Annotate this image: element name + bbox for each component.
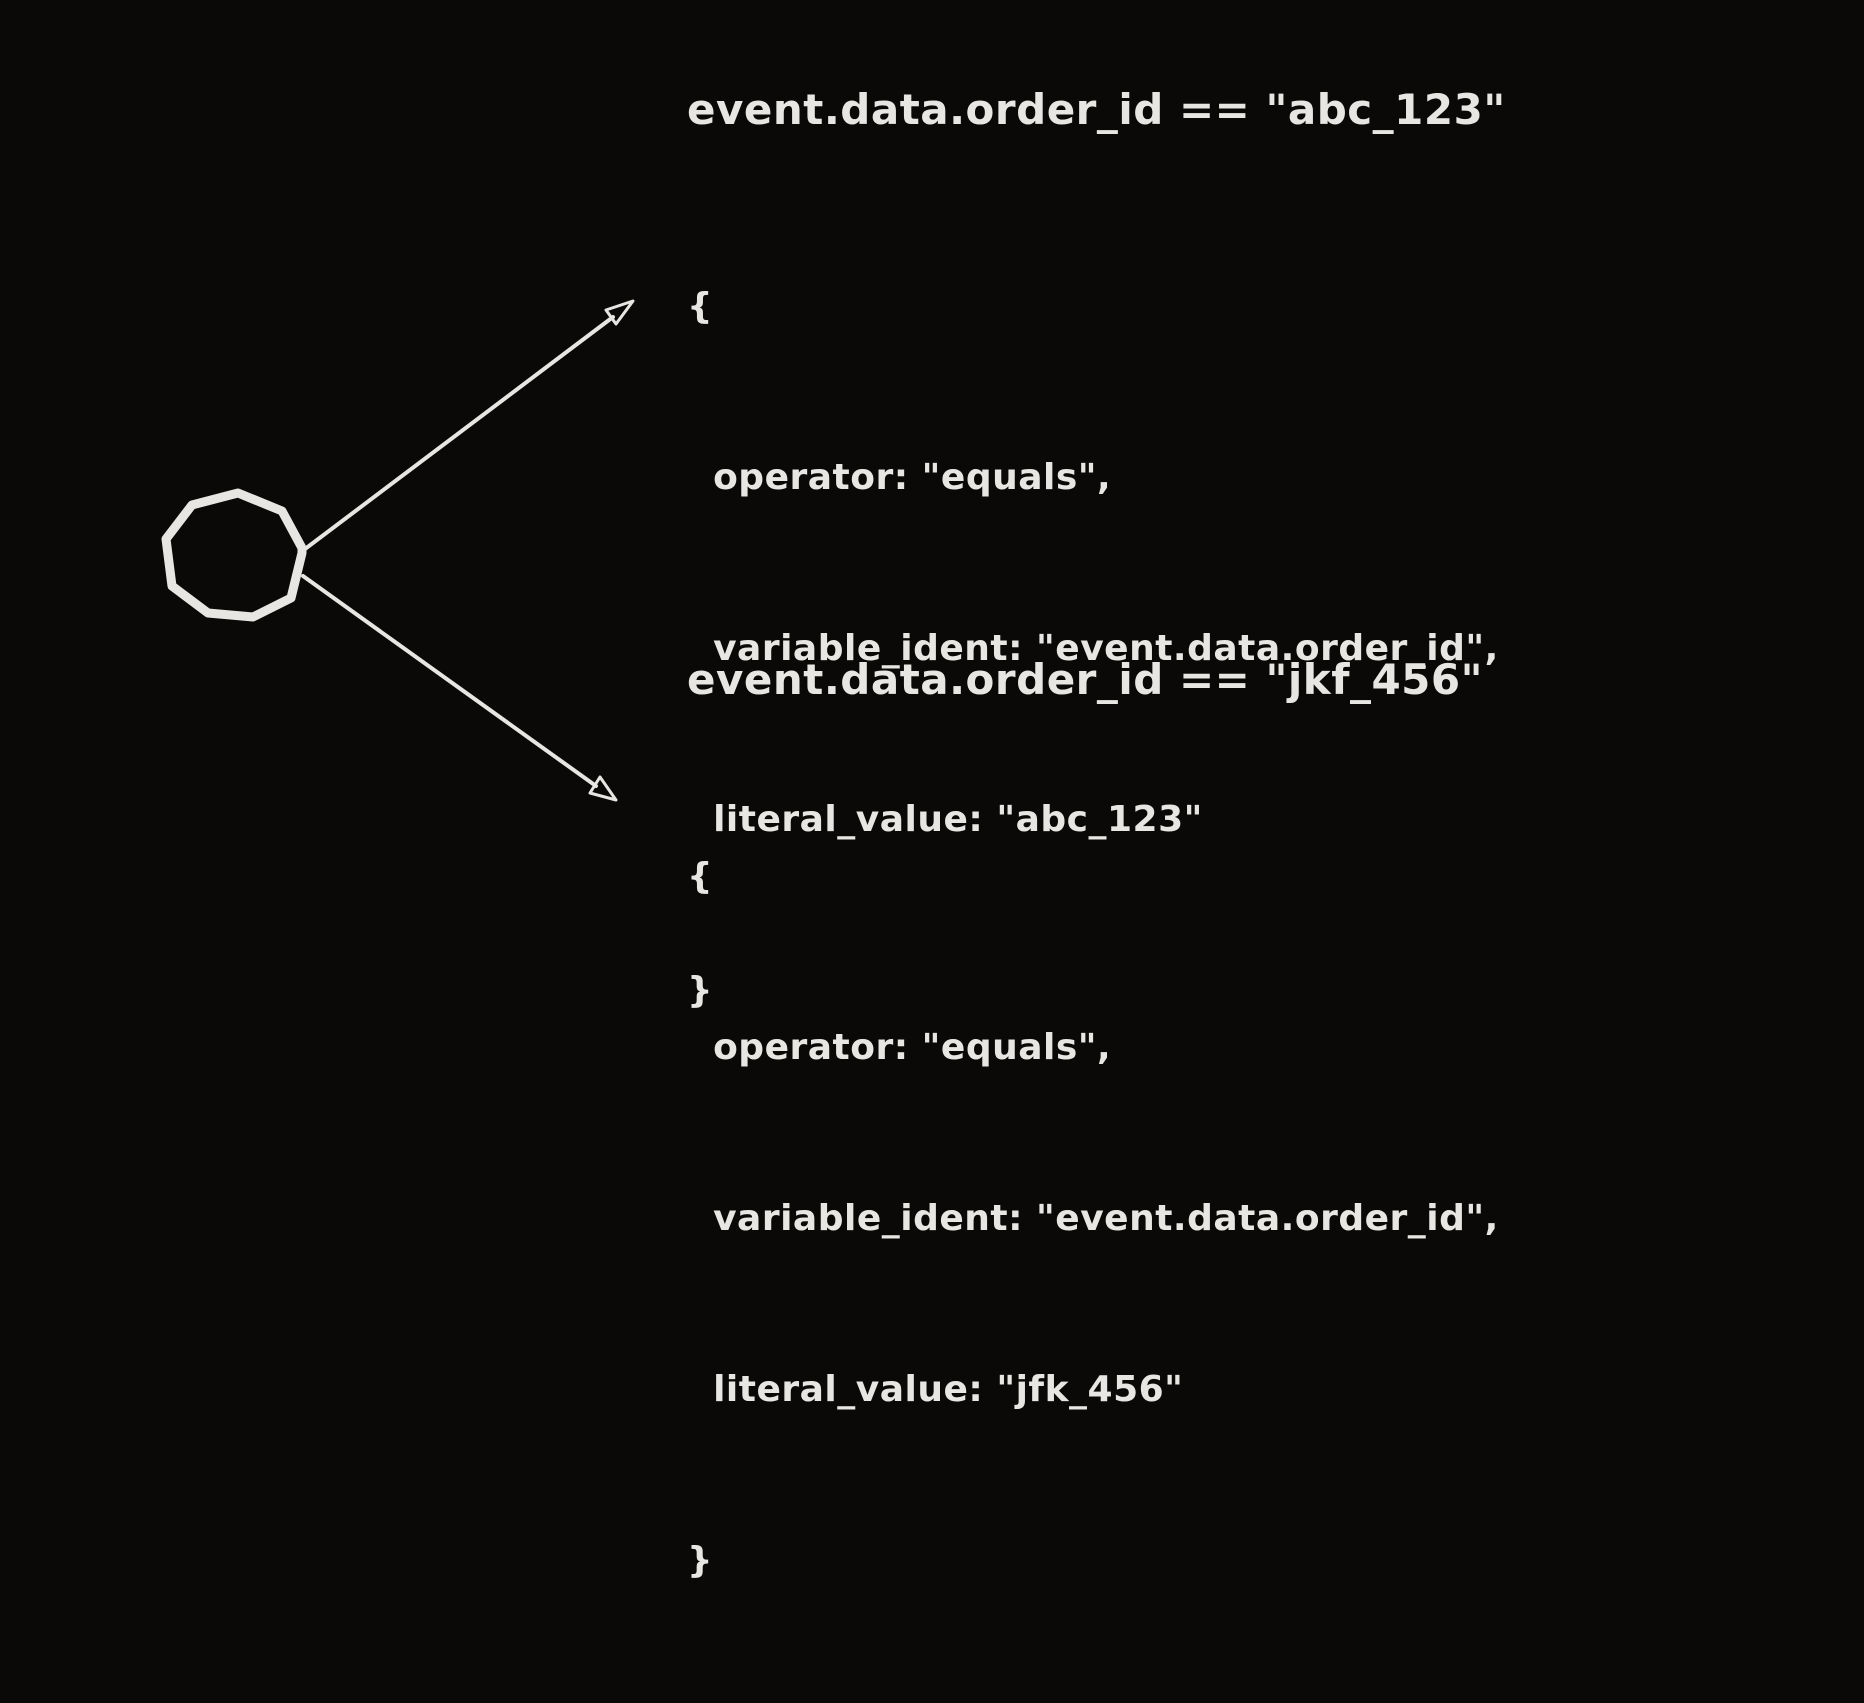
diagram-canvas: event.data.order_id == "abc_123" { opera… (161, 84, 1506, 1581)
arrowhead-top-icon (604, 299, 635, 326)
code-line: operator: "equals", (687, 1027, 1112, 1068)
code-line: } (687, 1540, 714, 1581)
condition-expression: event.data.order_id == "jkf_456" (687, 655, 1484, 704)
condition-expression: event.data.order_id == "abc_123" (687, 85, 1506, 134)
code-line: { (687, 286, 714, 327)
circle-node (161, 488, 307, 622)
condition-block-bottom: event.data.order_id == "jkf_456" { opera… (687, 654, 1499, 1703)
code-line: { (687, 856, 714, 897)
condition-json: { operator: "equals", variable_ident: "e… (687, 164, 1506, 1133)
code-line: variable_ident: "event.data.order_id", (687, 628, 1499, 669)
condition-json: { operator: "equals", variable_ident: "e… (687, 734, 1499, 1703)
arrowhead-bottom-icon (588, 775, 618, 802)
arrow-to-bottom-condition (301, 574, 618, 802)
code-line: } (687, 970, 714, 1011)
code-line: literal_value: "jfk_456" (687, 1369, 1184, 1410)
code-line: literal_value: "abc_123" (687, 799, 1203, 840)
diagram-shapes-layer (161, 299, 635, 802)
code-line: operator: "equals", (687, 457, 1112, 498)
arrow-to-top-condition (303, 299, 635, 551)
code-line: variable_ident: "event.data.order_id", (687, 1198, 1499, 1239)
condition-block-top: event.data.order_id == "abc_123" { opera… (687, 84, 1506, 1133)
